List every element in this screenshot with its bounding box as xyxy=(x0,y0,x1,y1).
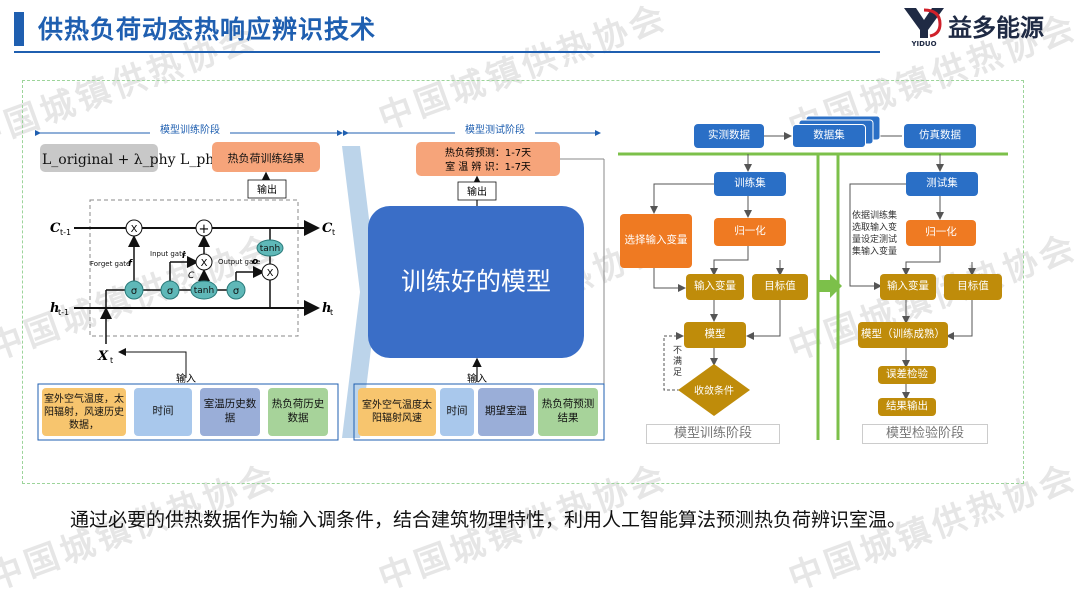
svg-text:X: X xyxy=(201,258,208,269)
input-gate-label: Input gate xyxy=(150,250,186,258)
measured-data-node: 实测数据 xyxy=(694,124,764,148)
test-input-time: 时间 xyxy=(440,388,474,436)
forget-gate-label: Forget gate xyxy=(90,260,130,268)
simulated-data-node: 仿真数据 xyxy=(904,124,976,148)
test-result-line1: 热负荷预测：1-7天 xyxy=(445,146,531,159)
train-result-box xyxy=(212,142,320,172)
svg-text:X: X xyxy=(131,224,138,235)
input-var-left-node: 输入变量 xyxy=(686,274,744,300)
normalize-right-node: 归一化 xyxy=(906,220,976,246)
logo: YIDUO xyxy=(900,4,1070,48)
train-input-group xyxy=(37,383,339,441)
output-multiply-node xyxy=(261,263,279,281)
title-bar: 供热负荷动态热响应辨识技术 xyxy=(0,0,1080,56)
caption-text: 通过必要的供热数据作为输入调条件，结合建筑物理特性，利用人工智能算法预测热负荷辨… xyxy=(70,509,907,531)
svg-text:i: i xyxy=(182,251,186,261)
forget-multiply-node xyxy=(125,219,143,237)
model-node: 模型 xyxy=(684,322,746,348)
svg-text:t-1: t-1 xyxy=(60,228,71,237)
logo-text: YIDUO xyxy=(910,40,936,48)
test-input-group xyxy=(353,383,605,441)
svg-text:C: C xyxy=(188,271,195,281)
candidate-tanh-node xyxy=(190,280,218,300)
svg-text:t-1: t-1 xyxy=(58,308,69,317)
test-stage-label: 模型测试阶段 xyxy=(465,123,525,136)
converge-label: 收敛条件 xyxy=(694,384,734,397)
page-title: 供热负荷动态热响应辨识技术 xyxy=(38,15,377,44)
title-accent xyxy=(14,12,24,46)
flow-transfer-arrow xyxy=(818,274,842,298)
train-input-room-temp: 室温历史数据 xyxy=(200,388,260,436)
svg-text:t: t xyxy=(330,308,333,317)
normalize-left-node: 归一化 xyxy=(714,218,786,246)
content-frame xyxy=(22,80,1024,484)
stage-chevron xyxy=(342,146,378,438)
model-trained-node: 模型（训练成熟） xyxy=(858,322,948,348)
test-result-box xyxy=(416,142,560,176)
c-prev-label: C xyxy=(50,221,61,236)
loss-formula-box xyxy=(40,144,158,172)
select-vars-node: 选择输入变量 xyxy=(620,214,692,268)
target-left-node: 目标值 xyxy=(752,274,808,300)
test-output-box xyxy=(457,181,497,201)
input-var-right-node: 输入变量 xyxy=(880,274,936,300)
cell-add-node xyxy=(195,219,213,237)
svg-text:X: X xyxy=(267,268,274,279)
svg-text:+: + xyxy=(199,222,210,237)
train-output-label: 输出 xyxy=(257,183,277,196)
train-input-load: 热负荷历史数据 xyxy=(268,388,328,436)
trained-model-label: 训练好的模型 xyxy=(401,267,551,296)
test-set-node: 测试集 xyxy=(906,172,978,196)
error-check-node: 误差检验 xyxy=(878,366,936,384)
train-input-label: 输入 xyxy=(176,372,196,385)
train-stage-caption: 模型训练阶段 xyxy=(646,424,780,444)
test-input-label: 输入 xyxy=(467,372,487,385)
test-input-load: 热负荷预测结果 xyxy=(538,388,598,436)
train-result-label: 热负荷训练结果 xyxy=(228,151,305,165)
test-stage-caption: 模型检验阶段 xyxy=(862,424,988,444)
result-output-node: 结果输出 xyxy=(878,398,936,416)
svg-text:t: t xyxy=(110,356,113,365)
forget-sigma-node xyxy=(124,280,144,300)
not-satisfied-label: 不满足 xyxy=(673,346,683,379)
converge-diamond xyxy=(678,364,750,416)
train-input-time: 时间 xyxy=(134,388,192,436)
svg-text:σ: σ xyxy=(233,286,240,297)
cell-tanh-node xyxy=(256,239,284,257)
svg-text:tanh: tanh xyxy=(260,244,280,254)
svg-text:σ: σ xyxy=(167,286,174,297)
test-output-label: 输出 xyxy=(467,185,487,198)
test-var-note: 依据训练集选取输入变量设定测试集输入变量 xyxy=(852,210,900,258)
c-next-label: C xyxy=(322,221,333,236)
brand-name: 益多能源 xyxy=(948,14,1044,42)
svg-text:tanh: tanh xyxy=(194,286,214,296)
h-next-label: h xyxy=(322,301,331,316)
input-sigma-node xyxy=(160,280,180,300)
output-sigma-node xyxy=(226,280,246,300)
dataset-node: 数据集 xyxy=(792,124,866,148)
svg-text:o: o xyxy=(252,257,258,267)
x-input-label: X xyxy=(97,349,109,364)
train-input-weather: 室外空气温度，太阳辐射，风速历史数据， xyxy=(42,388,126,436)
svg-text:f: f xyxy=(128,259,133,269)
loss-formula: L_original + λ_phy L_phy xyxy=(42,152,222,168)
test-input-room-temp: 期望室温 xyxy=(478,388,534,436)
train-set-node: 训练集 xyxy=(714,172,786,196)
output-gate-label: Output gate xyxy=(218,258,260,266)
h-prev-label: h xyxy=(50,301,59,316)
train-stage-label: 模型训练阶段 xyxy=(160,123,220,136)
svg-text:σ: σ xyxy=(131,286,138,297)
title-underline xyxy=(14,51,880,53)
lstm-cell-frame xyxy=(89,199,299,337)
yiduo-logo-icon: YIDUO xyxy=(904,8,944,48)
trained-model-box xyxy=(368,206,584,358)
train-output-box xyxy=(247,179,287,199)
test-input-weather: 室外空气温度太阳辐射风速 xyxy=(358,388,436,436)
test-result-line2: 室 温 辨 识：1-7天 xyxy=(445,160,531,173)
input-multiply-node xyxy=(195,253,213,271)
target-right-node: 目标值 xyxy=(944,274,1002,300)
svg-text:t: t xyxy=(332,228,335,237)
